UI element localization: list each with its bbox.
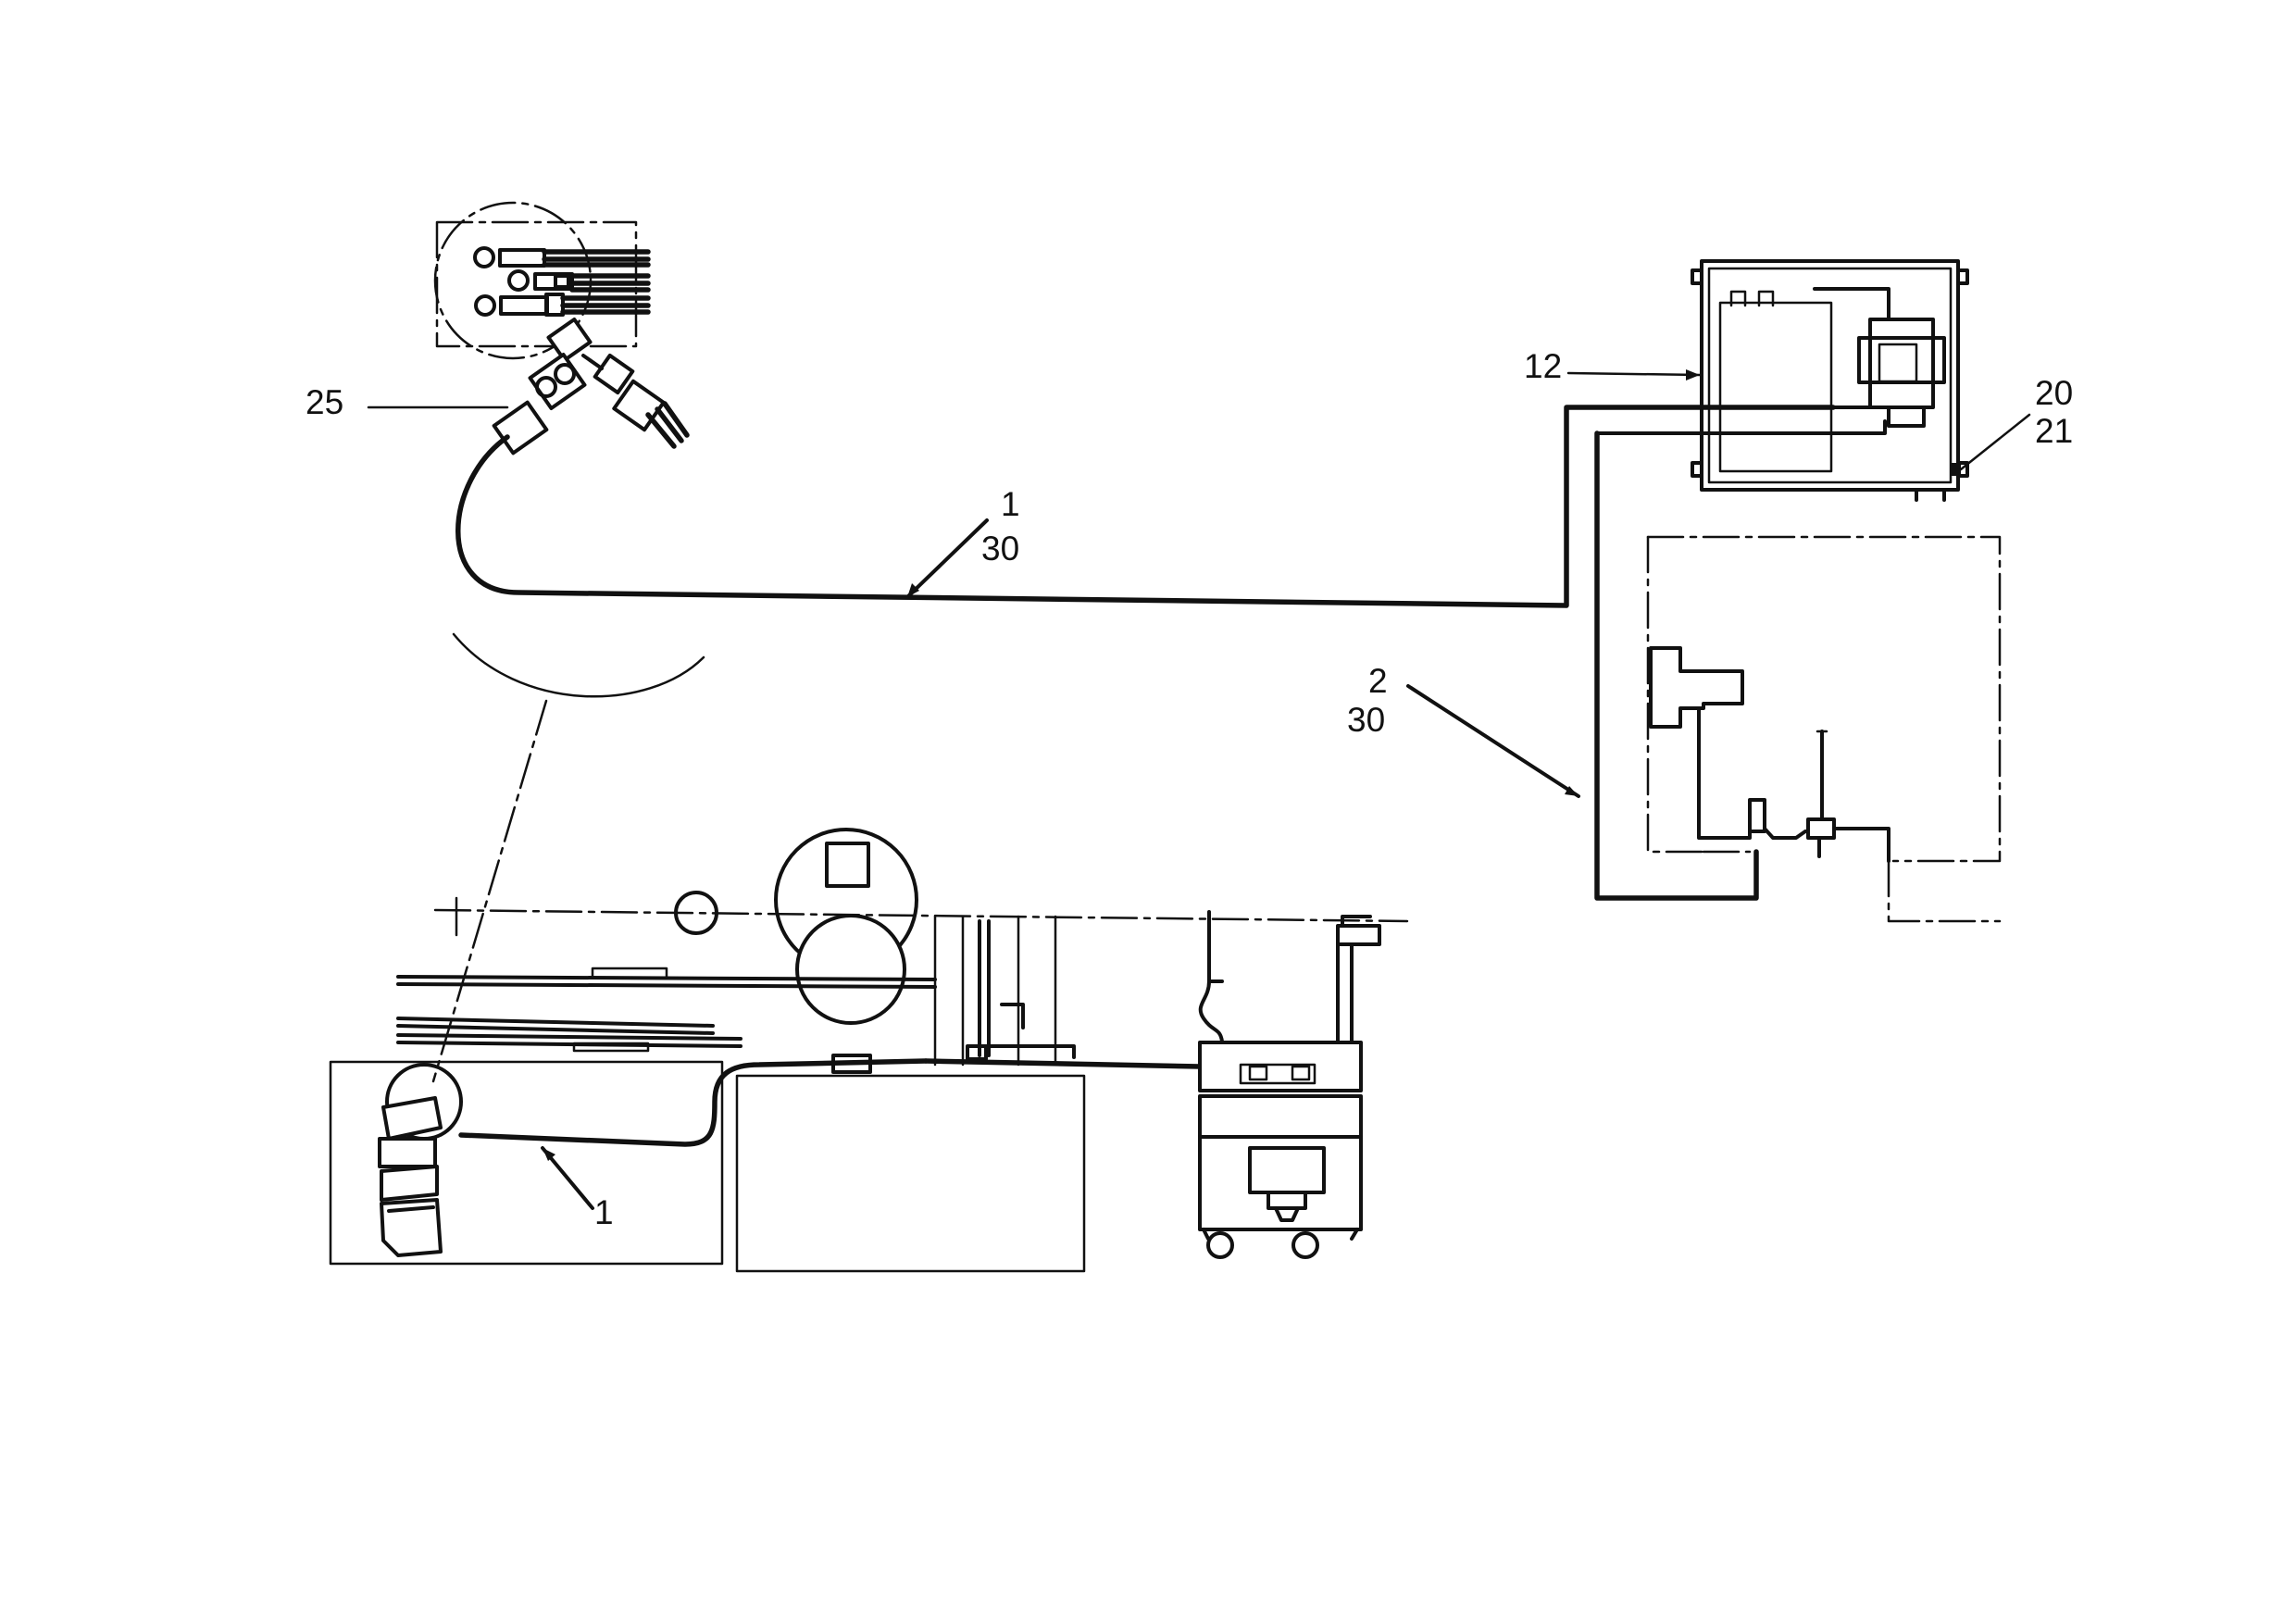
callout-30-top: 30: [981, 530, 1019, 568]
callout-25-group: 25: [306, 383, 509, 421]
callout-2: 2: [1368, 662, 1388, 700]
connector-fitting-middle: [507, 269, 651, 293]
tube-1-upper: 1 30: [455, 405, 1836, 608]
tee-fitting-25: [492, 317, 690, 455]
callout-1-top: 1: [1001, 485, 1020, 523]
junction-box-12: 12 20 21: [1524, 259, 2073, 502]
tube-2-arrow: [1406, 684, 1580, 798]
leader-12: [1566, 371, 1702, 377]
cart-unit: [1198, 910, 1381, 1259]
callout-25: 25: [306, 383, 343, 421]
leader-20-21: [1959, 413, 2031, 471]
fitting-detail-view: [433, 201, 690, 455]
detail-reference-line: [431, 632, 705, 1083]
connector-fitting-top: [473, 246, 651, 268]
tube-1-arrow: [905, 518, 989, 599]
callout-30-right: 30: [1347, 701, 1385, 739]
callout-20: 20: [2035, 374, 2073, 412]
callout-12: 12: [1524, 347, 1562, 385]
detail-frame: [435, 220, 638, 348]
callout-21: 21: [2035, 412, 2073, 450]
detail-circle: [433, 201, 593, 360]
tube-2: 2 30: [1347, 430, 1759, 901]
connector-fitting-bottom: [474, 293, 651, 317]
right-assembly: [1646, 535, 2002, 923]
callout-1-bottom: 1: [594, 1193, 614, 1231]
lower-machine-assembly: 1: [329, 828, 1409, 1273]
